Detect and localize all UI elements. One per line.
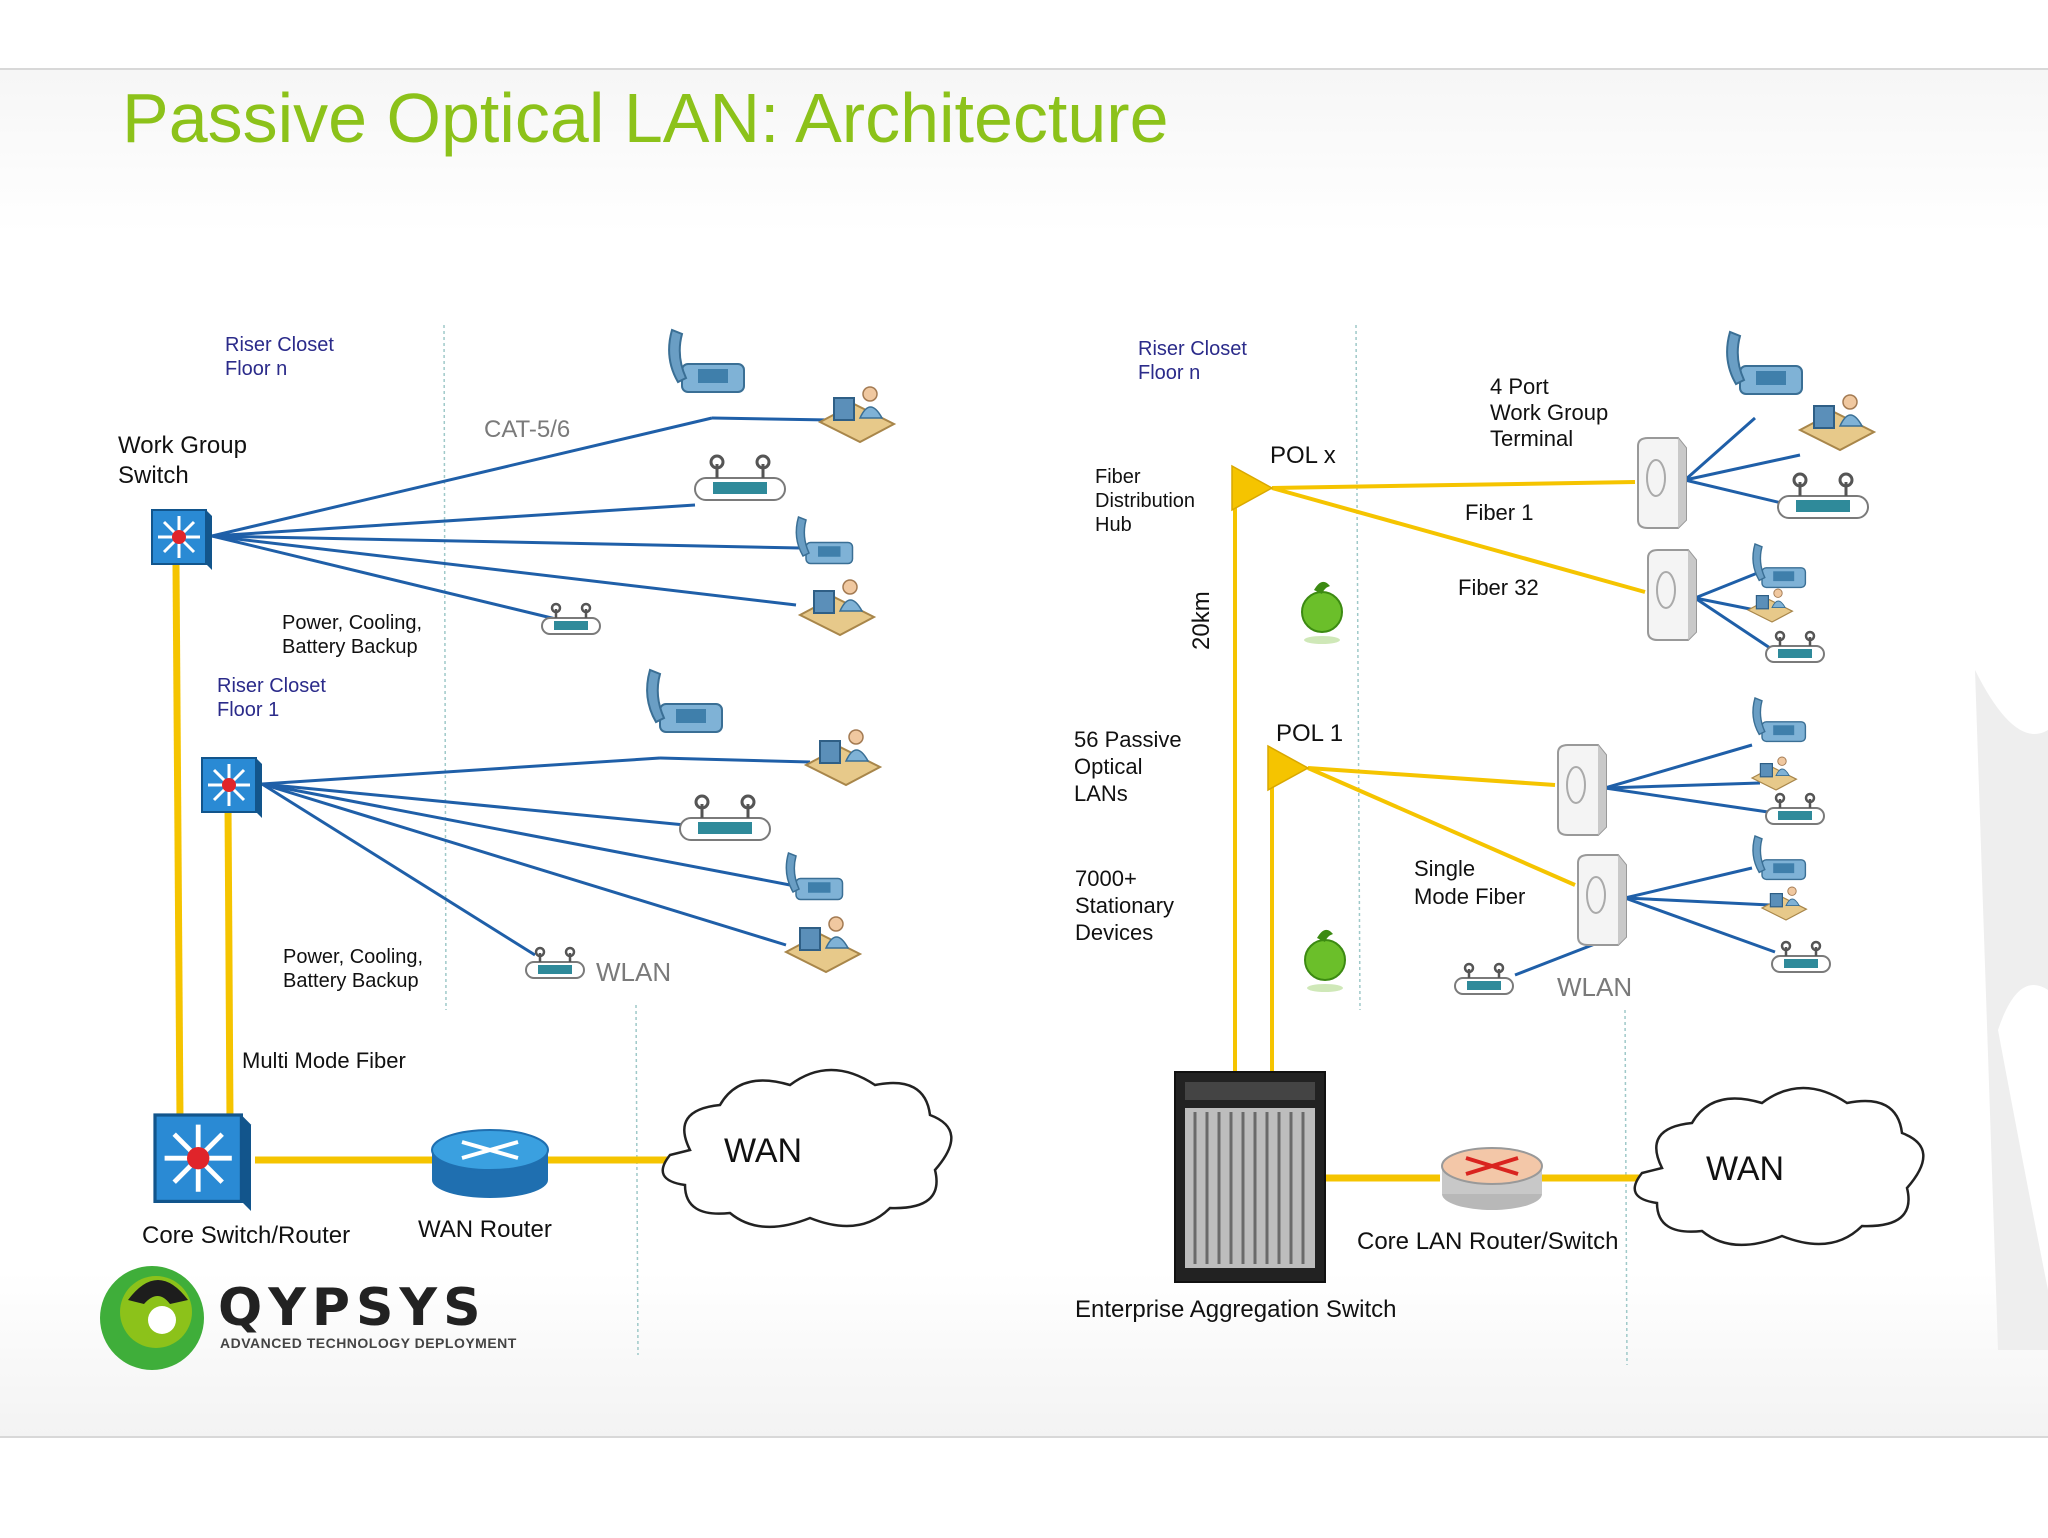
left-wan-cloud [661, 1068, 953, 1229]
pol-x-label: POL x [1270, 442, 1336, 469]
core-switch-router [155, 1115, 251, 1211]
top-band [0, 0, 2048, 70]
wan-router-icon [431, 1129, 549, 1198]
work-group-switch-label-line2: Switch [118, 462, 189, 489]
wan-router-label: WAN Router [418, 1216, 552, 1243]
core-lan-router-icon [1441, 1147, 1543, 1210]
multi-mode-fiber-label: Multi Mode Fiber [242, 1048, 406, 1073]
enterprise-aggregation-switch [1174, 1071, 1326, 1283]
right-ethernet-cables [1514, 416, 1801, 977]
enterprise-aggregation-switch-label: Enterprise Aggregation Switch [1075, 1296, 1397, 1323]
left-power-b-line2: Battery Backup [283, 970, 419, 992]
core-switch-router-label: Core Switch/Router [142, 1222, 351, 1249]
left-riser-floor-n-line1: Riser Closet [225, 334, 334, 356]
left-cat5-cables-floor-n [211, 416, 831, 622]
passive-green-icons [1301, 581, 1346, 992]
left-power-b-line1: Power, Cooling, [283, 946, 424, 968]
left-riser-floor-1-line2: Floor 1 [217, 699, 280, 721]
devices-line2: Stationary [1075, 893, 1175, 918]
wgt-label-line2: Work Group [1490, 400, 1609, 425]
wgt-label-line3: Terminal [1490, 426, 1574, 451]
right-wlan-label: WLAN [1557, 972, 1633, 1002]
fiber-hub-line3: Hub [1095, 514, 1132, 536]
pol-count-line1: 56 Passive [1074, 727, 1182, 752]
left-riser-floor-n-line2: Floor n [225, 358, 288, 380]
left-cat5-cables-floor-1 [261, 756, 811, 957]
right-riser-floor-n-line1: Riser Closet [1138, 338, 1247, 360]
devices-line1: 7000+ [1075, 866, 1137, 891]
bottom-band [0, 1436, 2048, 1538]
left-power-a-line2: Battery Backup [282, 636, 418, 658]
work-group-switch-floor-1 [200, 756, 264, 820]
optical-network-terminals [1557, 437, 1697, 946]
left-power-a-line1: Power, Cooling, [282, 612, 423, 634]
cat-cable-label: CAT-5/6 [484, 416, 571, 443]
qypsys-logo-mark [100, 1266, 204, 1370]
right-single-mode-fiber [1233, 480, 1646, 1075]
fiber-32-label: Fiber 32 [1458, 575, 1539, 600]
fiber-hub-line2: Distribution [1095, 490, 1196, 512]
left-multimode-fiber [172, 564, 680, 1164]
single-mode-fiber-line2: Mode Fiber [1414, 884, 1526, 909]
right-riser-floor-n-line2: Floor n [1138, 362, 1201, 384]
qypsys-logo-word: QYPSYS [218, 1278, 487, 1338]
qypsys-logo-tagline: ADVANCED TECHNOLOGY DEPLOYMENT [220, 1335, 517, 1351]
devices-line3: Devices [1075, 920, 1154, 945]
right-wan-label: WAN [1706, 1150, 1785, 1188]
left-riser-floor-1-line1: Riser Closet [217, 675, 326, 697]
left-riser-dividers [443, 324, 639, 1356]
right-riser-dividers [1355, 324, 1628, 1366]
work-group-switch-label-line1: Work Group [118, 432, 247, 459]
fiber-splitters [1231, 464, 1310, 792]
pol-count-line2: Optical [1074, 754, 1143, 779]
fiber-1-label: Fiber 1 [1465, 500, 1534, 525]
core-lan-router-label: Core LAN Router/Switch [1357, 1228, 1619, 1255]
right-edge-decoration [1975, 670, 2048, 1350]
single-mode-fiber-line1: Single [1414, 856, 1476, 881]
right-wan-cloud [1633, 1086, 1925, 1247]
page-title: Passive Optical LAN: Architecture [122, 79, 1169, 157]
fiber-hub-line1: Fiber [1095, 466, 1141, 488]
distance-20km-label: 20km [1188, 591, 1215, 650]
pol-count-line3: LANs [1074, 781, 1128, 806]
wgt-label-line1: 4 Port [1490, 374, 1549, 399]
pol-1-label: POL 1 [1276, 720, 1344, 747]
left-wan-label: WAN [724, 1132, 803, 1170]
work-group-switch-floor-n [150, 508, 214, 572]
left-wlan-label: WLAN [596, 957, 672, 987]
